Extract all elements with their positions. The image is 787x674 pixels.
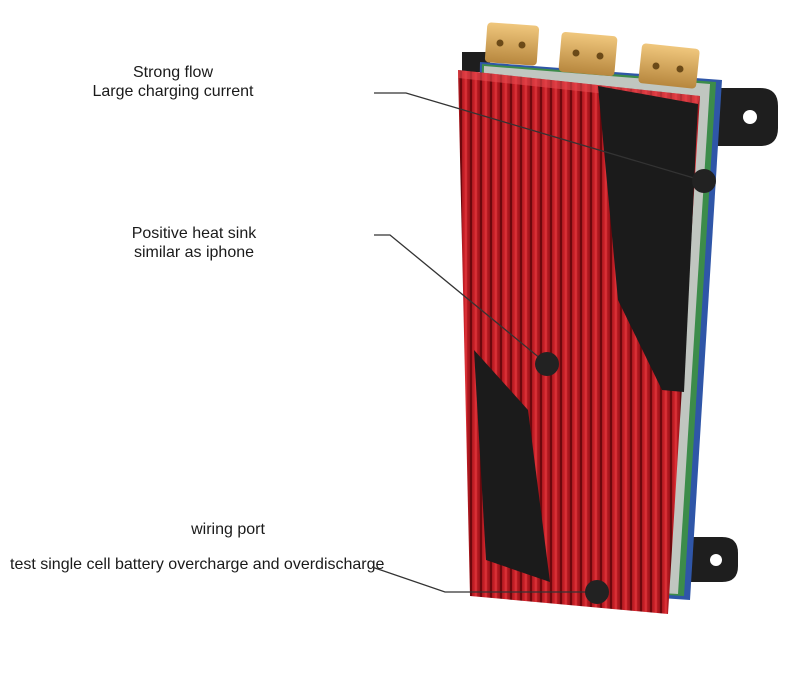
callout-wiring-port-title: wiring port [191, 521, 265, 538]
leader-line-heat-sink [374, 234, 559, 376]
callout-strong-flow-line1: Strong flow [132, 64, 214, 81]
callout-wiring-port-description: test single cell battery overcharge and … [10, 556, 385, 573]
black-panel-lower [474, 350, 550, 582]
callout-heat-sink-line1: Positive heat sink [131, 225, 257, 242]
terminal-2 [558, 31, 618, 77]
leader-line-strong-flow [374, 92, 716, 193]
callout-heat-sink-line2: similar as iphone [133, 244, 255, 261]
black-panel-upper [598, 86, 698, 392]
callout-strong-flow: Strong flow Large charging current [58, 63, 288, 101]
terminal-1 [484, 22, 540, 66]
mounting-bracket-bottom [680, 537, 738, 582]
terminal-3 [638, 43, 700, 89]
leader-line-wiring-port [371, 566, 609, 604]
callout-strong-flow-line2: Large charging current [92, 83, 254, 100]
callout-heat-sink: Positive heat sink similar as iphone [106, 224, 282, 262]
